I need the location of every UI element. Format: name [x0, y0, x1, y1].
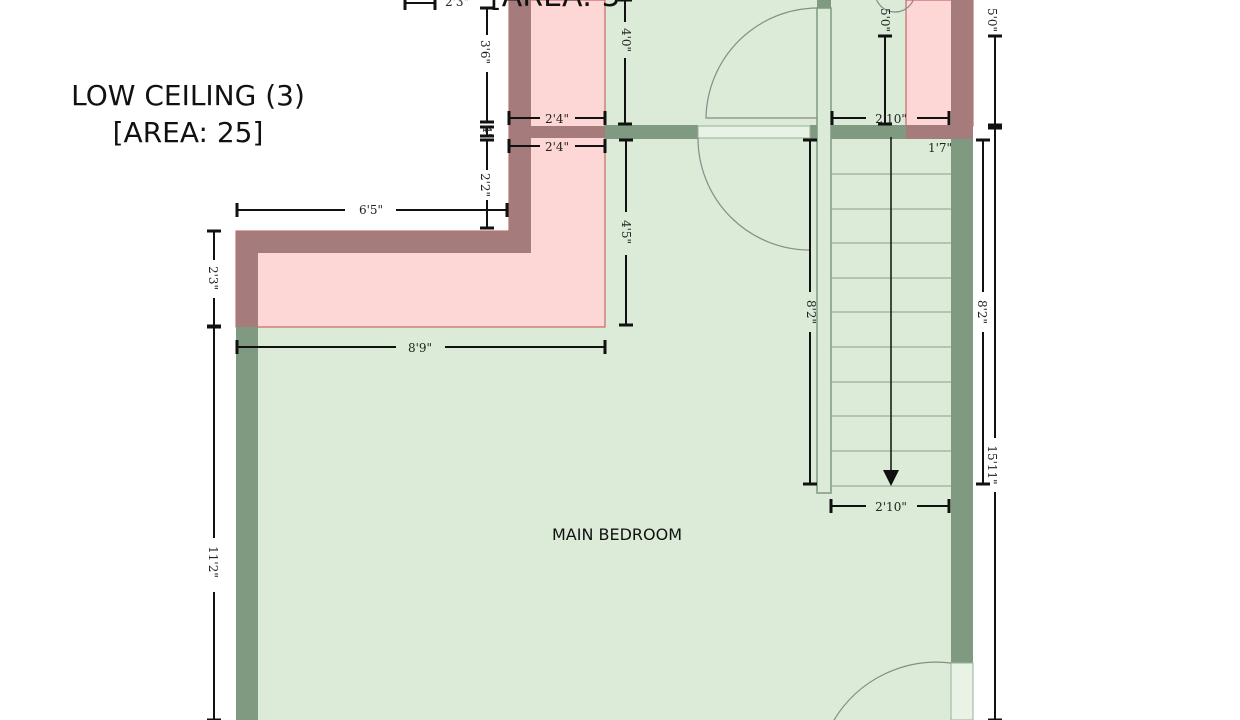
door-swing-icon	[833, 661, 952, 720]
dim-5-0-a: 5'0"	[878, 8, 892, 32]
door-swing-icon	[697, 137, 811, 251]
dim-4-0: 4'0"	[619, 28, 633, 52]
dim-2-4-a: 2'4"	[545, 112, 569, 126]
arrow-down-icon	[883, 137, 899, 486]
dim-4-5: 4'5"	[619, 220, 633, 244]
wall-segment	[509, 126, 605, 138]
wall-segment	[951, 0, 973, 126]
low-ceiling-area: [AREA: 25]	[113, 116, 264, 149]
dim-3-6: 3'6"	[478, 40, 492, 64]
wall-segment	[951, 139, 973, 663]
dim-8-2-b: 8'2"	[975, 300, 989, 324]
wall-segment	[236, 253, 258, 327]
dim-top-left-partial: 2'3"	[445, 0, 469, 9]
low-ceiling-zone-lshape	[235, 0, 606, 328]
wall-segment	[236, 327, 258, 720]
dim-2-3: 2'3"	[206, 266, 220, 290]
door-swing-icon	[705, 7, 818, 119]
dim-2-4-b: 2'4"	[545, 140, 569, 154]
wall-segment	[810, 125, 906, 139]
stair-railing	[816, 7, 832, 494]
dim-2-10-b: 2'10"	[875, 500, 907, 514]
dim-8-2-a: 8'2"	[804, 300, 818, 324]
low-ceiling-title: LOW CEILING (3)	[71, 79, 305, 112]
dim-2-10-a: 2'10"	[875, 112, 907, 126]
wall-segment	[906, 125, 973, 139]
main-bedroom-label: MAIN BEDROOM	[552, 525, 682, 544]
dimension-lines	[207, 0, 1002, 720]
dim-4: 4"	[480, 125, 494, 138]
door-sill	[950, 662, 974, 720]
dim-1-7: 1'7"	[928, 141, 952, 155]
wall-segment	[236, 231, 531, 253]
dim-11-2: 11'2"	[206, 546, 220, 578]
wall-segment	[605, 125, 698, 139]
dim-15-11: 15'11"	[985, 445, 999, 484]
dim-5-0-b: 5'0"	[985, 8, 999, 32]
dim-6-5: 6'5"	[359, 203, 383, 217]
area-label-partial: [AREA: 5	[490, 0, 621, 14]
dim-8-9: 8'9"	[408, 341, 432, 355]
fixture-circle	[876, 0, 914, 13]
main-bedroom-floor	[236, 0, 973, 720]
door-sill	[697, 125, 811, 139]
wall-segment	[817, 0, 831, 8]
dim-2-2: 2'2"	[478, 173, 492, 197]
